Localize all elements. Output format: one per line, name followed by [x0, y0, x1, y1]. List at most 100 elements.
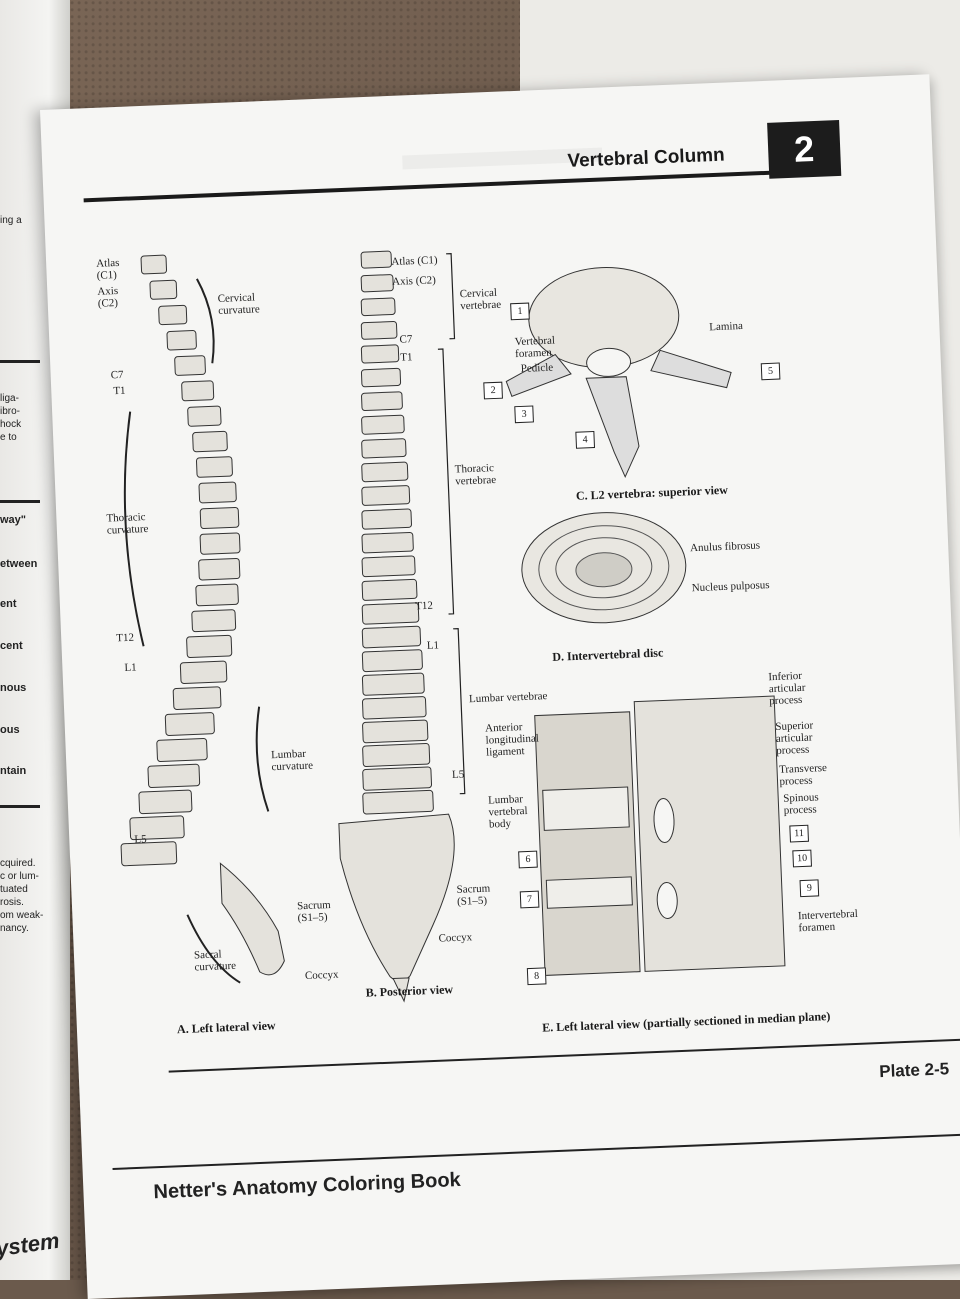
label-l1-posterior: L1	[426, 639, 440, 652]
label-t12-lateral: T12	[116, 631, 135, 645]
label-sacrum-posterior: Sacrum (S1–5)	[456, 882, 491, 908]
vertebra-shape	[195, 583, 239, 607]
vertebra-shape	[191, 609, 237, 633]
label-pedicle: Pedicle	[520, 361, 554, 375]
vertebra-shape	[360, 274, 394, 293]
vertebra-shape	[362, 743, 431, 767]
left-page-fragment: nous	[0, 682, 27, 694]
vertebra-shape	[149, 279, 178, 300]
label-coccyx-lateral: Coccyx	[304, 968, 339, 983]
vertebra-shape	[156, 737, 208, 762]
label-t12-posterior: T12	[414, 599, 434, 613]
left-page-fragment: liga-	[0, 393, 19, 404]
vertebra-shape	[361, 414, 405, 435]
vertebra-shape	[198, 557, 241, 581]
vertebra-shape	[361, 555, 416, 578]
label-thoracic-curvature: Thoracic curvature	[106, 511, 149, 537]
vertebra-shape	[195, 456, 233, 478]
vertebra-shape	[361, 485, 411, 506]
vertebra-shape	[361, 391, 403, 412]
number-box: 11	[789, 824, 809, 843]
label-axis-lateral: Axis (C2)	[97, 285, 119, 310]
label-l5-posterior: L5	[451, 768, 465, 781]
left-page-fragment: ous	[0, 724, 20, 736]
number-box: 9	[799, 879, 820, 898]
vertebra-shape	[361, 578, 418, 601]
label-lumbar-curvature: Lumbar curvature	[270, 747, 314, 774]
label-cervical-vertebrae: Cervical vertebrae	[459, 286, 502, 313]
label-l1-lateral: L1	[124, 661, 137, 675]
left-page-footer: ystem	[0, 1227, 61, 1262]
vertebra-shape	[361, 696, 427, 720]
l2-vertebra-illustration	[505, 266, 732, 479]
label-lamina: Lamina	[709, 319, 744, 334]
intervertebral-disc-illustration	[521, 512, 687, 624]
number-box: 4	[575, 431, 596, 449]
vertebra-shape	[361, 461, 409, 483]
left-page-fragment: hock	[0, 419, 22, 430]
left-page-fragment: nancy.	[0, 923, 29, 934]
label-coccyx-posterior: Coccyx	[438, 931, 473, 945]
label-l5-lateral: L5	[134, 833, 147, 846]
left-page-fragment: ing a	[0, 215, 22, 226]
vertebra-shape	[361, 438, 407, 459]
left-page-fragment: ibro-	[0, 406, 21, 417]
vertebra-shape	[192, 430, 228, 453]
vertebra-shape	[164, 712, 215, 736]
vertebra-shape	[120, 841, 178, 867]
vertebra-shape	[147, 763, 201, 789]
vertebra-shape	[199, 532, 241, 555]
left-page-fragment: c or lum-	[0, 871, 39, 882]
vertebra-shape	[158, 304, 188, 326]
label-t1-posterior: T1	[399, 351, 413, 364]
curvature-brackets	[123, 278, 270, 984]
vertebra-shape	[187, 405, 222, 427]
label-spinous-process: Spinous process	[782, 791, 819, 817]
label-anterior-longitudinal-ligament: Anterior longitudinal ligament	[484, 721, 540, 759]
vertebra-shape	[181, 380, 215, 402]
left-page-edge: ing a liga- ibro- hock e to way" etween …	[0, 0, 70, 1280]
number-box: 6	[518, 850, 538, 869]
vertebra-shape	[186, 634, 233, 659]
left-page-rule	[0, 805, 40, 808]
vertebra-shape	[362, 789, 434, 815]
number-box: 3	[514, 405, 534, 424]
label-thoracic-vertebrae: Thoracic vertebrae	[454, 462, 497, 488]
vertebra-shape	[362, 719, 429, 744]
left-page-fragment: cquired.	[0, 858, 36, 869]
vertebra-shape	[172, 686, 222, 710]
lumbar-section-illustration	[534, 695, 786, 976]
label-atlas-lateral: Atlas (C1)	[95, 256, 120, 282]
vertebra-shape	[361, 532, 414, 554]
vertebra-shape	[199, 506, 240, 530]
label-sacral-curvature: Sacral curvature	[193, 948, 237, 974]
left-page-fragment: tuated	[0, 884, 28, 895]
left-page-fragment: ntain	[0, 765, 27, 777]
left-page-fragment: ent	[0, 598, 17, 610]
label-c7-lateral: C7	[110, 368, 124, 382]
vertebra-shape	[138, 789, 193, 815]
left-page-fragment: cent	[0, 640, 23, 652]
number-box: 7	[519, 890, 540, 909]
label-vertebral-foramen: Vertebral foramen	[514, 334, 556, 361]
left-page-rule	[0, 360, 40, 363]
vertebra-shape	[360, 344, 400, 364]
left-page-rule	[0, 500, 40, 503]
vertebra-shape	[129, 815, 185, 841]
plate-number: Plate 2-5	[878, 1059, 950, 1082]
vertebra-shape	[361, 625, 422, 649]
vertebra-shape	[360, 297, 396, 317]
vertebra-shape	[140, 254, 168, 275]
label-cervical-curvature: Cervical curvature	[217, 291, 260, 318]
label-axis-posterior: Axis (C2)	[391, 274, 437, 288]
book-page: Vertebral Column 2	[40, 74, 960, 1299]
left-page-fragment: way"	[0, 514, 27, 526]
vertebra-shape	[360, 250, 392, 269]
vertebra-shape	[361, 508, 412, 530]
number-box: 1	[510, 302, 530, 321]
illustration-layer	[120, 250, 786, 1003]
vertebra-shape	[361, 602, 420, 625]
label-inferior-articular-process: Inferior articular process	[768, 669, 806, 708]
vertebra-shape	[360, 320, 398, 340]
left-page-fragment: etween	[0, 558, 38, 570]
